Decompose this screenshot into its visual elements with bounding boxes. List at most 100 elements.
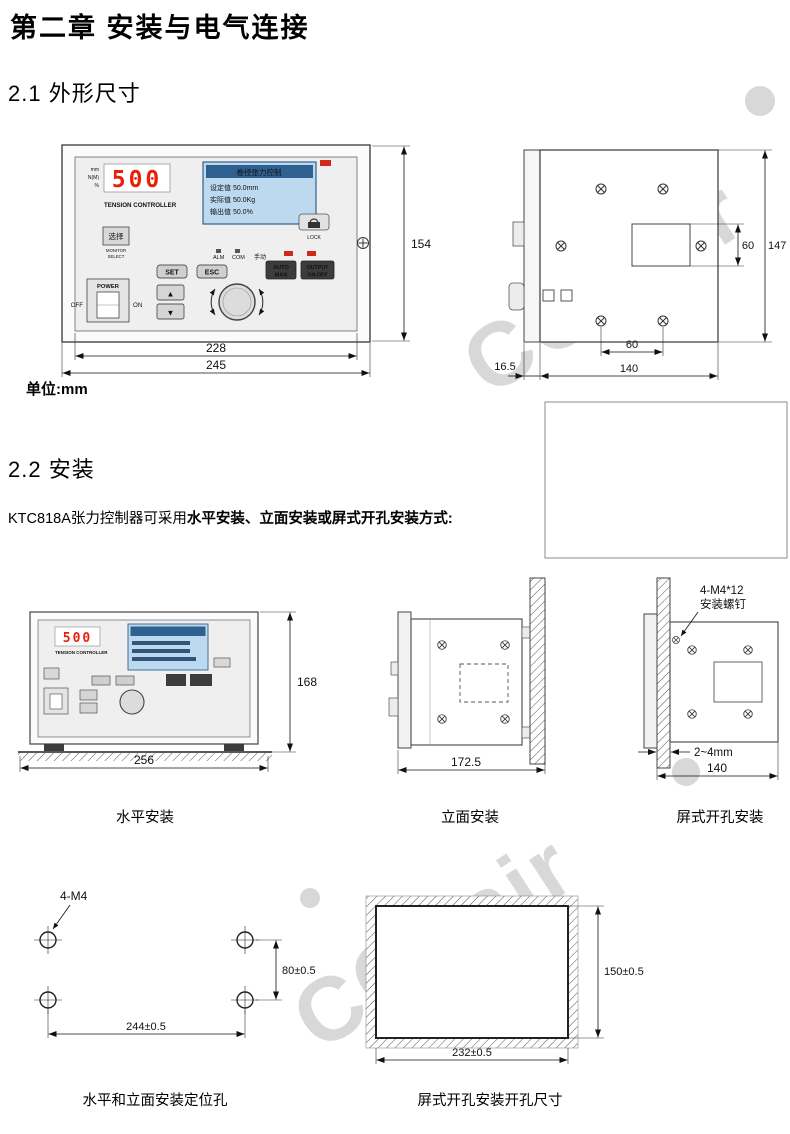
dim-panel-140: 140 <box>707 761 727 775</box>
auto-led <box>284 251 293 256</box>
knob-rotate-arrow-left <box>209 288 216 316</box>
select-button-label: 选择 <box>109 231 124 241</box>
com-led <box>235 249 240 253</box>
lcd-line-3: 输出值 50.0% <box>210 207 253 216</box>
mount-hole-icon <box>230 985 260 1015</box>
screw-icon <box>743 709 753 719</box>
up-button <box>156 284 185 301</box>
red-indicator <box>320 160 331 166</box>
dim-height-154: 154 <box>411 237 431 251</box>
power-switch <box>86 278 130 323</box>
dim-horizontal-168: 168 <box>297 675 317 689</box>
window <box>713 661 763 703</box>
set-button <box>156 264 188 279</box>
side-body <box>410 618 523 746</box>
ground-hatch <box>18 753 272 761</box>
power-label: POWER <box>97 284 120 290</box>
screw-icon <box>595 183 607 195</box>
adjust-knob <box>218 283 256 321</box>
rear-view-dimensions: 60 147 60 140 16.5 <box>494 149 786 380</box>
bezel-screw-icon <box>357 237 369 249</box>
screw-icon <box>695 240 707 252</box>
screw-icon <box>555 240 567 252</box>
front-view-dimensions: 154 228 245 <box>61 145 431 377</box>
foot <box>224 744 244 751</box>
lcd-title-bar <box>206 165 313 178</box>
horizontal-install-drawing: 500 TENSION CONTROLLER 256 <box>18 611 317 772</box>
lock-button <box>298 213 330 231</box>
watermark-dot <box>745 86 775 116</box>
output-label-2: ON-OFF <box>307 273 328 279</box>
com-label: COM <box>232 255 245 261</box>
led-display-value: 500 <box>112 167 163 193</box>
side-bezel <box>397 611 412 749</box>
screw-spec-label: 4-M4 <box>60 889 88 903</box>
mini-knob <box>119 689 145 715</box>
unit-label-n: N(M) <box>88 175 99 181</box>
rear-socket <box>542 289 555 302</box>
foot <box>44 744 64 751</box>
mount-hole-icon <box>33 985 63 1015</box>
rear-connector <box>508 282 525 311</box>
unit-note: 单位:mm <box>26 381 88 398</box>
set-button-label: SET <box>165 270 179 277</box>
hidden-window <box>459 663 509 703</box>
mounting-holes-drawing: 4-M4 80±0.5 244±0.5 <box>33 889 316 1038</box>
dim-width-245: 245 <box>206 358 226 372</box>
cutout-hatch-band <box>365 895 579 1049</box>
screw-icon <box>595 315 607 327</box>
dim-holes-80: 80±0.5 <box>282 965 316 977</box>
dim-side-16-5: 16.5 <box>494 361 515 373</box>
unit-label-mm: mm <box>91 167 99 173</box>
up-arrow-icon: ▲ <box>167 290 175 299</box>
mini-led-display-value: 500 <box>63 631 92 646</box>
caption-panel-install: 屏式开孔安装 <box>676 810 764 826</box>
screw-icon <box>687 709 697 719</box>
rear-view-drawing <box>508 149 719 343</box>
cutout-rect <box>375 905 569 1039</box>
front-inner-panel <box>74 156 358 332</box>
screw-icon <box>437 714 447 724</box>
output-button <box>300 260 335 280</box>
front-outer-frame <box>61 144 371 343</box>
screw-icon <box>743 645 753 655</box>
empty-figure-box <box>544 401 788 559</box>
intro-paragraph: KTC818A张力控制器可采用水平安装、立面安装或屏式开孔安装方式: <box>8 507 453 528</box>
dim-holes-244: 244±0.5 <box>126 1021 166 1033</box>
front-bezel <box>643 613 658 749</box>
lcd-line-2: 实际值 50.0Kg <box>210 195 255 204</box>
leader-line <box>52 904 71 930</box>
rear-window <box>631 223 691 267</box>
dim-cutout-232: 232±0.5 <box>452 1047 492 1059</box>
chapter-title: 第二章 安装与电气连接 <box>10 13 310 43</box>
caption-horizontal-install: 水平安装 <box>116 810 174 826</box>
panel-cutout-drawing: 150±0.5 232±0.5 <box>365 895 644 1064</box>
watermark-dot <box>300 888 320 908</box>
mini-brand-label: TENSION CONTROLLER <box>55 650 108 655</box>
dim-horizontal-256: 256 <box>134 753 154 767</box>
brand-label: TENSION CONTROLLER <box>104 202 177 209</box>
select-caption-2: SELECT <box>108 254 125 259</box>
auto-man-button <box>265 260 297 280</box>
wall-hatch <box>529 577 546 765</box>
lcd-screen <box>202 161 317 225</box>
screw-icon <box>687 645 697 655</box>
connector <box>388 697 399 717</box>
dim-width-228: 228 <box>206 341 226 355</box>
knob-rotate-arrow-right <box>258 288 265 316</box>
auto-man-label-1: AUTO <box>273 265 289 271</box>
dim-vertical-172-5: 172.5 <box>451 755 481 769</box>
intro-bold-text: 水平安装、立面安装或屏式开孔安装方式: <box>186 511 453 527</box>
select-caption-1: MONITOR <box>106 248 126 253</box>
alm-label: ALM <box>213 255 225 261</box>
body-behind-panel <box>669 621 779 743</box>
down-button <box>156 303 185 320</box>
output-label-1: OUTPUT <box>307 265 330 271</box>
mini-led-display <box>54 626 101 647</box>
intro-normal-text: KTC818A张力控制器可采用 <box>8 511 187 527</box>
vertical-install-drawing: 172.5 <box>388 577 546 774</box>
screw-icon <box>657 315 669 327</box>
screw-icon <box>437 640 447 650</box>
